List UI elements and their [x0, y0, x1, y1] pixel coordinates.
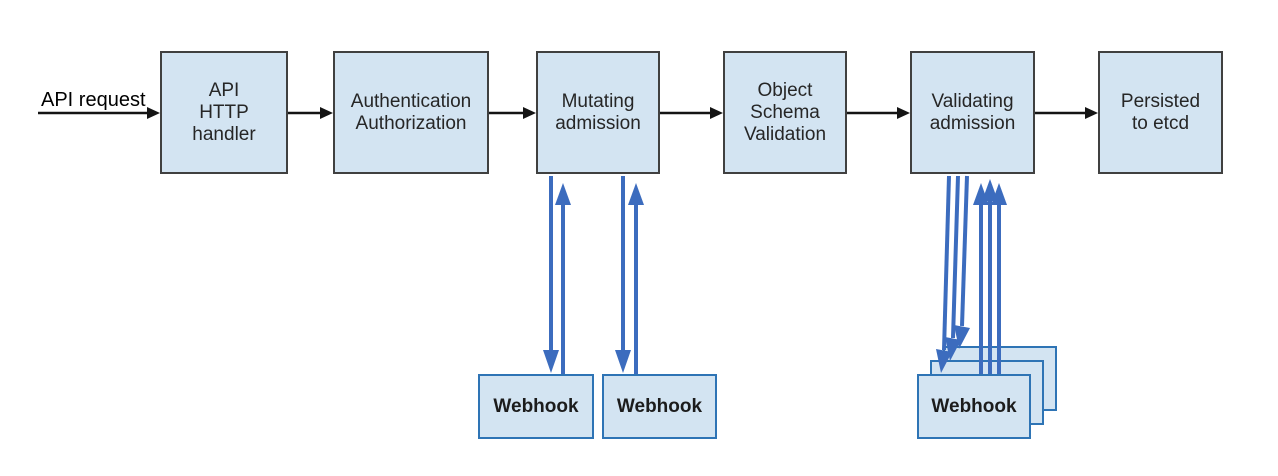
stage-mutating-admission: Mutating admission [536, 51, 660, 174]
arrow-validating-to-etcd [1035, 107, 1098, 119]
stage-label-line: Persisted [1120, 90, 1201, 112]
arrow-validating-to-webhook-stack [936, 175, 970, 373]
arrow-mutating-to-webhook1 [543, 176, 559, 373]
stage-authentication-authorization: Authentication Authorization [333, 51, 489, 174]
stage-object-schema-validation: Object Schema Validation [723, 51, 847, 174]
mutating-webhook-1: Webhook [478, 374, 594, 439]
arrow-mutating-to-webhook2 [615, 176, 631, 373]
arrow-handler-to-auth [288, 107, 333, 119]
arrow-webhook-stack-to-validating [973, 179, 1007, 374]
mutating-webhook-2: Webhook [602, 374, 717, 439]
stage-api-http-handler: API HTTP handler [160, 51, 288, 174]
stage-label-line: API [208, 79, 240, 101]
stage-label-line: Authorization [355, 112, 467, 134]
webhook-label: Webhook [493, 395, 579, 417]
stage-label-line: handler [192, 123, 256, 145]
stage-label-line: Authentication [350, 90, 472, 112]
stage-label-line: admission [929, 112, 1016, 134]
validating-webhook-front: Webhook [917, 374, 1031, 439]
stage-label-line: HTTP [199, 101, 249, 123]
arrow-webhook1-to-mutating [555, 183, 571, 374]
api-request-label: API request [41, 89, 146, 111]
arrow-webhook2-to-mutating [628, 183, 644, 374]
stage-label-line: Object [757, 79, 813, 101]
arrow-schema-to-validating [847, 107, 910, 119]
stage-label-line: Mutating [561, 90, 635, 112]
stage-label-line: Validating [931, 90, 1014, 112]
stage-label-line: Schema [750, 101, 820, 123]
webhook-label: Webhook [931, 395, 1017, 417]
arrow-mutating-to-schema [660, 107, 723, 119]
stage-label-line: Validation [743, 123, 827, 145]
stage-persisted-to-etcd: Persisted to etcd [1098, 51, 1223, 174]
stage-label-line: to etcd [1131, 112, 1190, 134]
arrow-auth-to-mutating [489, 107, 536, 119]
stage-label-line: admission [555, 112, 641, 134]
webhook-label: Webhook [616, 395, 703, 417]
stage-validating-admission: Validating admission [910, 51, 1035, 174]
